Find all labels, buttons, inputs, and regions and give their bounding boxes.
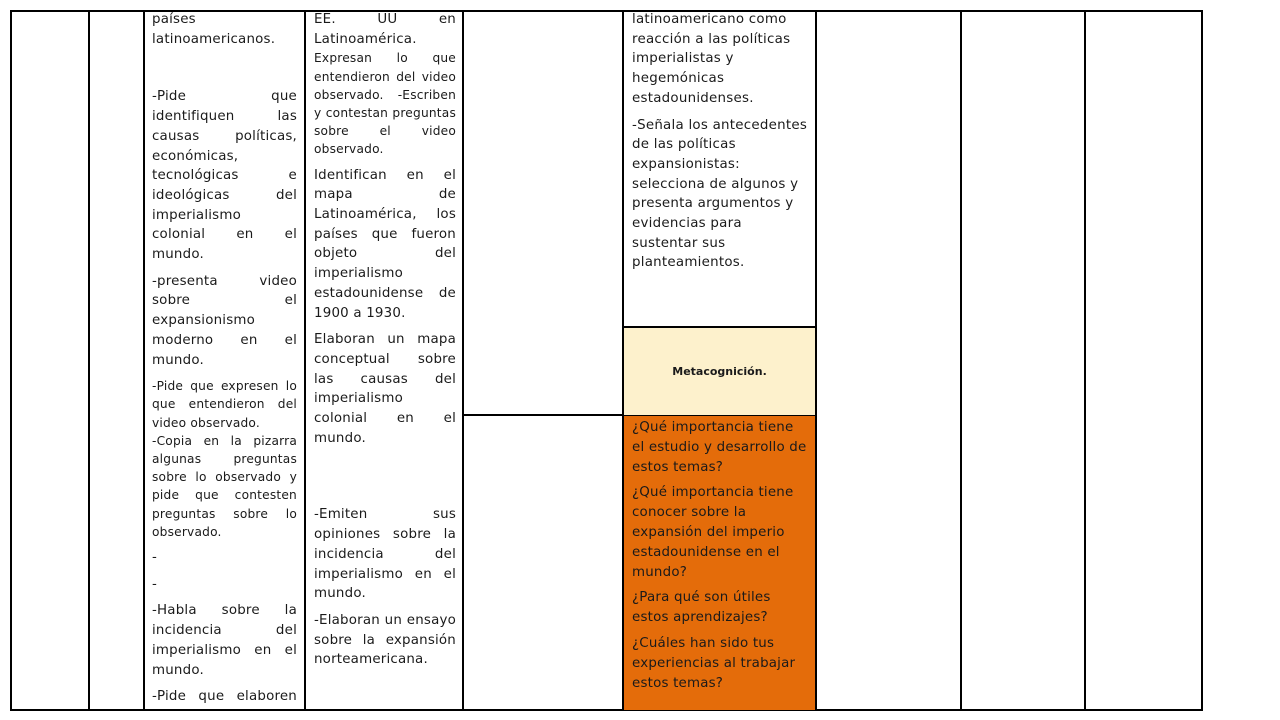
column-divider-7 <box>960 10 962 711</box>
spacer <box>152 680 297 687</box>
table-border-left <box>10 10 12 711</box>
spacer <box>314 448 456 467</box>
table-border-top <box>10 10 1203 12</box>
activity-text: Elaboran un mapa conceptual sobre las ca… <box>314 332 456 446</box>
metacognition-row-divider <box>462 414 817 416</box>
evaluation-text: latinoamericano como reacción a las polí… <box>632 12 791 106</box>
column-divider-8 <box>1084 10 1086 711</box>
activity-text: Expresan lo que entendieron del video ob… <box>314 51 456 157</box>
spacer <box>314 323 456 330</box>
spacer <box>632 109 810 116</box>
spacer <box>152 541 297 548</box>
metacognition-label: Metacognición. <box>672 365 767 378</box>
column-divider-2 <box>143 10 145 711</box>
strategy-text: - <box>152 576 158 592</box>
strategy-text: -Pide que elaboren un informe de <box>152 689 297 710</box>
column-divider-1 <box>88 10 90 711</box>
spacer <box>152 68 297 87</box>
metacognition-question: ¿Cuáles han sido tus experiencias al tra… <box>632 635 796 691</box>
activity-text: EE. UU en Latinoamérica. <box>314 12 456 47</box>
metacognition-question: ¿Para qué son útiles estos aprendizajes? <box>632 590 771 626</box>
spacer <box>314 159 456 166</box>
activity-text: -Emiten sus opiniones sobre la incidenci… <box>314 507 456 602</box>
activities-cell: EE. UU en Latinoamérica. Expresan lo que… <box>314 10 456 710</box>
spacer <box>314 486 456 505</box>
metacognition-question: ¿Qué importancia tiene el estudio y desa… <box>632 420 807 475</box>
column-divider-4 <box>462 10 464 711</box>
strategy-text: -presenta video sobre el expansionismo m… <box>152 273 297 368</box>
spacer <box>152 594 297 601</box>
evaluation-row-divider <box>622 326 817 328</box>
column-divider-6 <box>815 10 817 711</box>
spacer <box>152 265 297 272</box>
strategy-text: -Habla sobre la incidencia del imperiali… <box>152 603 297 678</box>
strategy-text: -Copia en la pizarra algunas preguntas s… <box>152 433 297 539</box>
table-border-bottom <box>10 709 1203 711</box>
evaluation-text: -Señala los antecedentes de las política… <box>632 117 808 271</box>
metacognition-header-cell: Metacognición. <box>624 328 815 415</box>
strategy-text: - <box>152 550 158 566</box>
metacognition-question: ¿Qué importancia tiene conocer sobre la … <box>632 485 794 580</box>
strategy-text: -Pide que expresen lo que entendieron de… <box>152 379 297 430</box>
activity-text: -Elaboran un ensayo sobre la expansión n… <box>314 612 456 668</box>
spacer <box>152 568 297 575</box>
metacognition-questions-cell: ¿Qué importancia tiene el estudio y desa… <box>624 416 815 710</box>
spacer <box>152 49 297 68</box>
strategies-cell: países latinoamericanos. -Pide que ident… <box>152 10 297 710</box>
activity-text: Identifican en el mapa de Latinoamérica,… <box>314 167 456 321</box>
spacer <box>314 467 456 486</box>
table-border-right <box>1201 10 1203 711</box>
column-divider-3 <box>304 10 306 711</box>
column-divider-5 <box>622 10 624 711</box>
spacer <box>152 370 297 377</box>
strategy-text: -Pide que identifiquen las causas políti… <box>152 89 297 263</box>
strategy-text: países latinoamericanos. <box>152 12 276 47</box>
evaluation-cell: latinoamericano como reacción a las polí… <box>632 10 810 328</box>
spacer <box>314 604 456 611</box>
